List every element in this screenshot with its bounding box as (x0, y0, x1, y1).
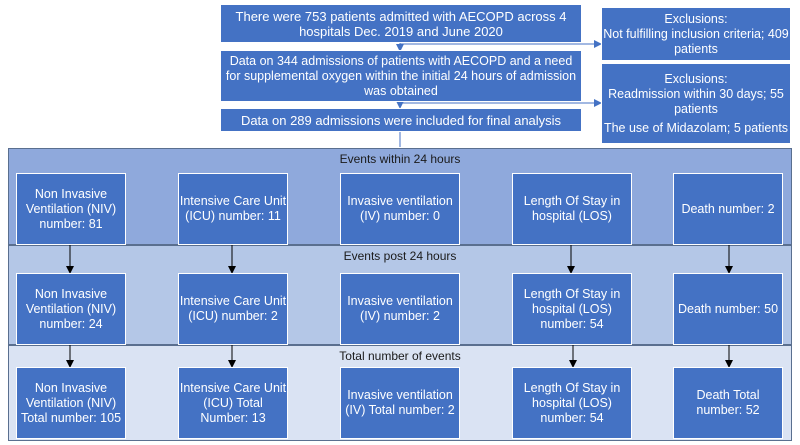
box-post24h-icu-text: Intensive Care Unit (ICU) number: 2 (179, 294, 287, 323)
box-total-icu-text: Intensive Care Unit (ICU) Total Number: … (179, 380, 287, 425)
box-total-icu: Intensive Care Unit (ICU) Total Number: … (178, 367, 288, 439)
box-data-289: Data on 289 admissions were included for… (220, 108, 582, 132)
box-exclusions-2: Exclusions: Readmission within 30 days; … (601, 63, 791, 144)
box-post24h-los-text: Length Of Stay in hospital (LOS) number:… (523, 286, 621, 331)
box-24h-niv: Non Invasive Ventilation (NIV) number: 8… (16, 173, 126, 245)
exclusions-1-line-1: Not fulfilling inclusion criteria; 409 p… (603, 26, 789, 56)
box-total-iv: Invasive ventilation (IV) Total number: … (340, 367, 460, 439)
box-24h-los-text: Length Of Stay in hospital (LOS) (523, 194, 621, 223)
band-title-events-24h: Events within 24 hours (339, 152, 461, 166)
box-data-344: Data on 344 admissions of patients with … (220, 50, 582, 102)
box-24h-death: Death number: 2 (673, 173, 783, 245)
box-total-death: Death Total number: 52 (673, 367, 783, 439)
box-24h-los: Length Of Stay in hospital (LOS) (512, 173, 632, 245)
box-total-los: Length Of Stay in hospital (LOS) number:… (512, 367, 632, 439)
box-post24h-niv-text: Non Invasive Ventilation (NIV) number: 2… (25, 286, 117, 331)
box-exclusions-1: Exclusions: Not fulfilling inclusion cri… (601, 7, 791, 61)
box-24h-iv-text: Invasive ventilation (IV) number: 0 (347, 194, 453, 223)
box-24h-niv-text: Non Invasive Ventilation (NIV) number: 8… (25, 186, 117, 231)
exclusions-2-line-2: The use of Midazolam; 5 patients (603, 120, 789, 135)
box-patients-admitted: There were 753 patients admitted with AE… (220, 4, 582, 43)
box-24h-death-text: Death number: 2 (681, 201, 775, 216)
box-total-death-text: Death Total number: 52 (696, 388, 760, 417)
box-post24h-niv: Non Invasive Ventilation (NIV) number: 2… (16, 273, 126, 345)
exclusions-2-title: Exclusions: (664, 71, 728, 86)
box-post24h-death-text: Death number: 50 (677, 301, 779, 316)
band-title-total-events: Total number of events (339, 349, 461, 363)
box-total-niv: Non Invasive Ventilation (NIV) Total num… (16, 367, 126, 439)
band-title-events-post-24h: Events post 24 hours (343, 249, 457, 263)
exclusions-2-line-1: Readmission within 30 days; 55 patients (608, 86, 784, 116)
box-post24h-iv: Invasive ventilation (IV) number: 2 (340, 273, 460, 345)
box-total-iv-text: Invasive ventilation (IV) Total number: … (345, 388, 455, 417)
box-total-los-text: Length Of Stay in hospital (LOS) number:… (523, 380, 621, 425)
box-patients-admitted-text: There were 753 patients admitted with AE… (235, 8, 567, 39)
box-24h-icu: Intensive Care Unit (ICU) number: 11 (178, 173, 288, 245)
box-24h-iv: Invasive ventilation (IV) number: 0 (340, 173, 460, 245)
box-data-289-text: Data on 289 admissions were included for… (240, 112, 562, 128)
box-total-niv-text: Non Invasive Ventilation (NIV) Total num… (20, 380, 122, 425)
exclusions-1-title: Exclusions: (664, 11, 728, 26)
box-post24h-iv-text: Invasive ventilation (IV) number: 2 (347, 294, 453, 323)
box-post24h-death: Death number: 50 (673, 273, 783, 345)
box-post24h-icu: Intensive Care Unit (ICU) number: 2 (178, 273, 288, 345)
box-data-344-text: Data on 344 admissions of patients with … (225, 53, 577, 98)
box-post24h-los: Length Of Stay in hospital (LOS) number:… (512, 273, 632, 345)
box-24h-icu-text: Intensive Care Unit (ICU) number: 11 (179, 194, 287, 223)
